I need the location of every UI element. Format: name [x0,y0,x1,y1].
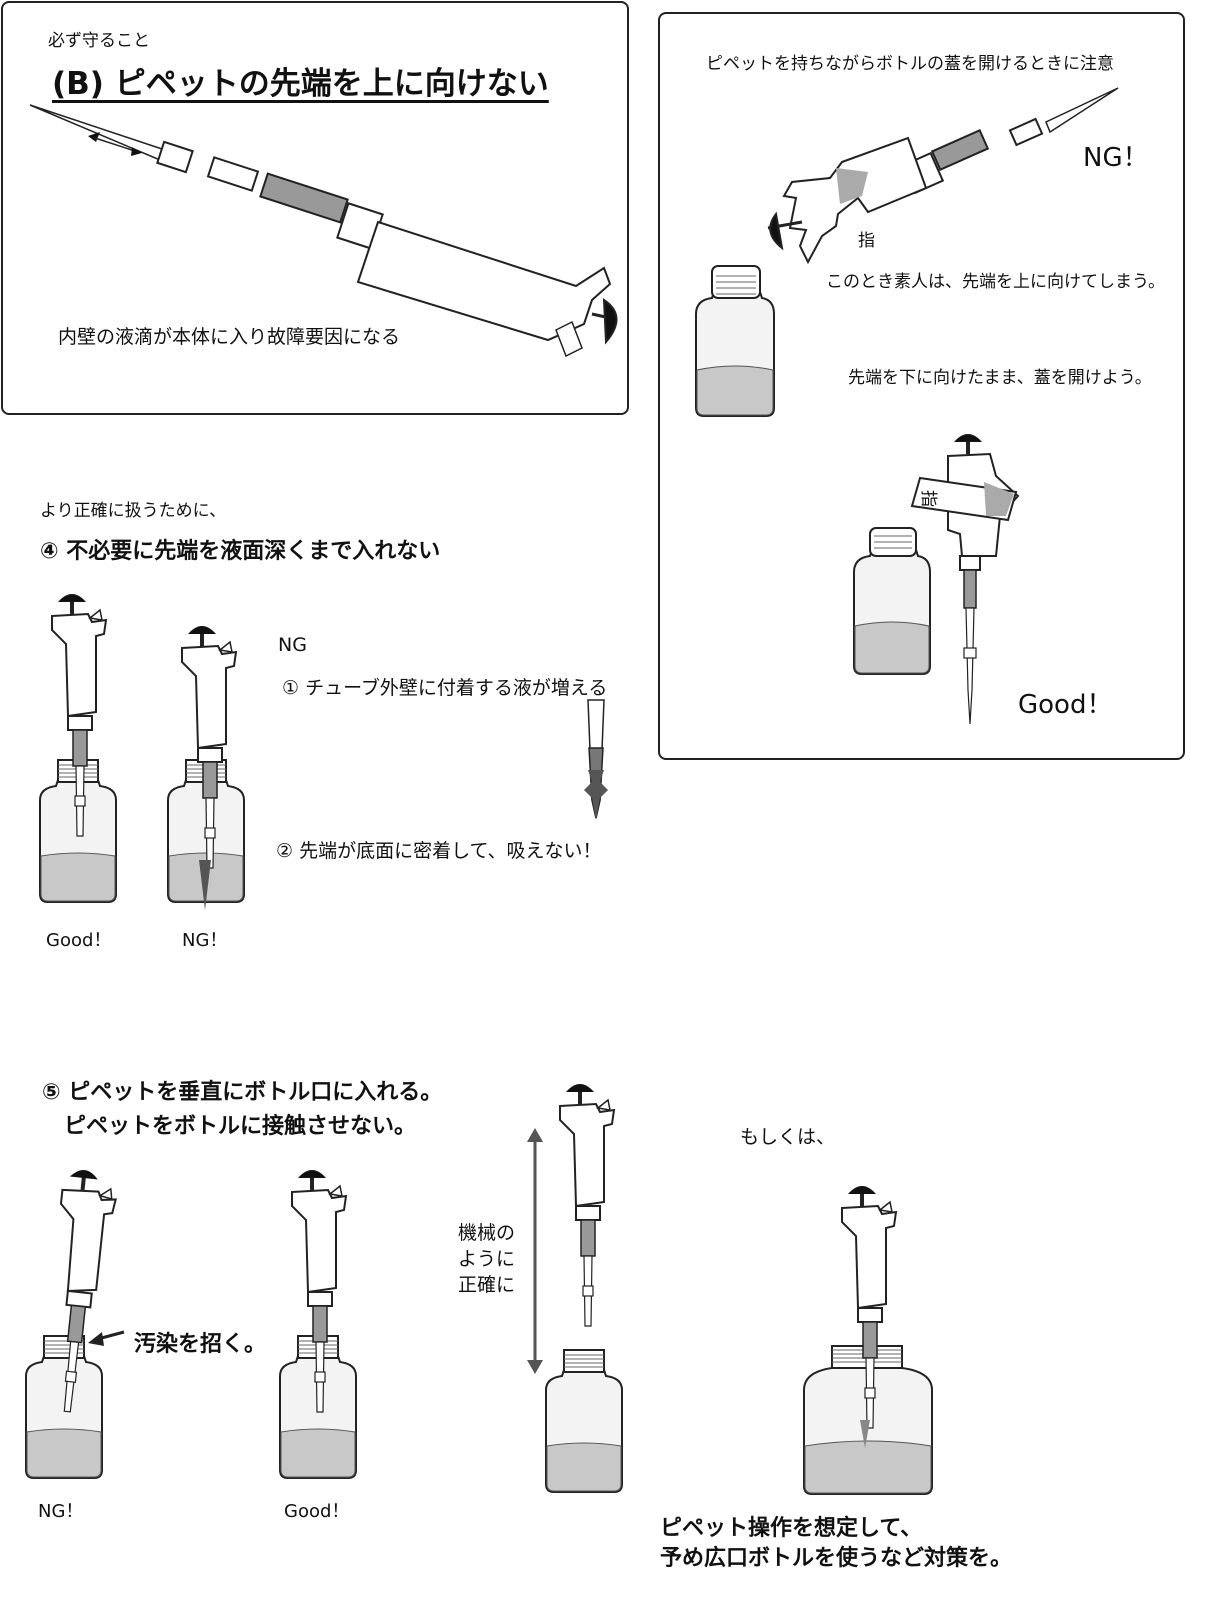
panel-b-frame [1,1,629,415]
panel-bottle-finger-label-2: 指 [918,490,938,507]
section5-ng-pipette-bottle [25,1166,125,1479]
panel-bottle-ng-label: NG！ [1083,143,1149,173]
section5-conclusion-line2: 予め広口ボトルを使うなど対策を。 [660,1546,1013,1571]
section5-contamination: 汚染を招く。 [134,1332,267,1357]
section4-ng-caption: NG！ [182,930,228,951]
section5-good-pipette-bottle [279,1169,357,1479]
section5-conclusion-line1: ピペット操作を想定して、 [660,1516,923,1541]
bottle-capped-ng [695,265,775,417]
panel-bottle-note-ng: このとき素人は、先端を上に向けてしまう。 [826,272,1165,292]
section5-ng-caption: NG！ [38,1501,84,1522]
section5-machine-line3: 正確に [458,1274,516,1296]
section5-alternative: もしくは、 [740,1126,836,1148]
section4-ng-pipette-bottle [167,625,245,910]
bottle-capped-good [853,527,931,675]
panel-b-kicker: 必ず守ること [48,31,150,51]
section5-good-caption: Good！ [284,1501,350,1522]
panel-b-title: (B) ピペットの先端を上に向けない [52,66,549,102]
pipette-tilted-up [29,104,618,358]
tip-closeup [584,699,608,820]
panel-b-caption: 内壁の液滴が本体に入り故障要因になる [58,326,401,348]
panel-bottle-note-good: 先端を下に向けたまま、蓋を開けよう。 [848,368,1152,388]
panel-bottle-frame [658,12,1185,760]
section5-title-line1: ⑤ ピペットを垂直にボトル口に入れる。 [42,1080,443,1105]
section4-reason2: ② 先端が底面に密着して、吸えない！ [276,840,602,862]
panel-bottle-finger-label: 指 [858,231,875,251]
section4-ng-heading: NG [278,634,307,656]
section5-machine-line2: ように [458,1248,516,1270]
section5-precise-pipette-bottle [527,1083,623,1493]
section4-good-caption: Good！ [46,930,112,951]
section4-good-pipette-bottle [39,593,117,903]
section5-machine-line1: 機械の [458,1222,516,1244]
pipette-good-down [910,434,1020,725]
panel-bottle-good-label: Good！ [1018,690,1113,720]
pipette-ng-tilted [767,87,1119,265]
panel-bottle-heading: ピペットを持ちながらボトルの蓋を開けるときに注意 [706,54,1114,74]
section5-title-line2: ピペットをボトルに接触させない。 [64,1114,417,1139]
section4-intro: より正確に扱うために、 [40,501,227,521]
section4-title: ④ 不必要に先端を液面深くまで入れない [40,539,441,564]
section4-reason1: ① チューブ外壁に付着する液が増える [282,677,608,699]
section5-wide-mouth-bottle [803,1185,933,1495]
